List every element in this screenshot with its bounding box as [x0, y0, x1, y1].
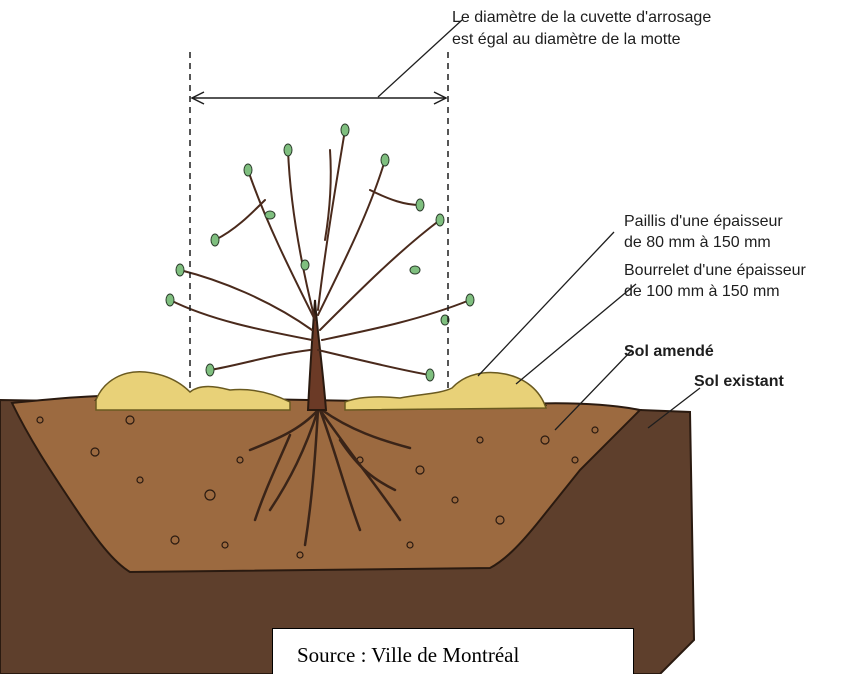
- berm-label-line1: Bourrelet d'une épaisseur: [624, 262, 807, 279]
- amended-soil-label: Sol amendé: [624, 343, 714, 360]
- trunk: [308, 300, 326, 410]
- berm-label-line2: de 100 mm à 150 mm: [624, 283, 780, 300]
- diameter-arrow: [192, 92, 446, 104]
- mulch-right: [345, 373, 546, 410]
- branches: [170, 130, 470, 375]
- diameter-label-line2: est égal au diamètre de la motte: [452, 31, 681, 48]
- mulch-label-line1: Paillis d'une épaisseur: [624, 213, 783, 230]
- source-caption: Source : Ville de Montréal: [272, 628, 634, 674]
- mulch-label-line2: de 80 mm à 150 mm: [624, 234, 771, 251]
- mulch-left: [96, 372, 290, 410]
- diameter-label-line1: Le diamètre de la cuvette d'arrosage: [452, 9, 711, 26]
- existing-soil-label: Sol existant: [694, 373, 784, 390]
